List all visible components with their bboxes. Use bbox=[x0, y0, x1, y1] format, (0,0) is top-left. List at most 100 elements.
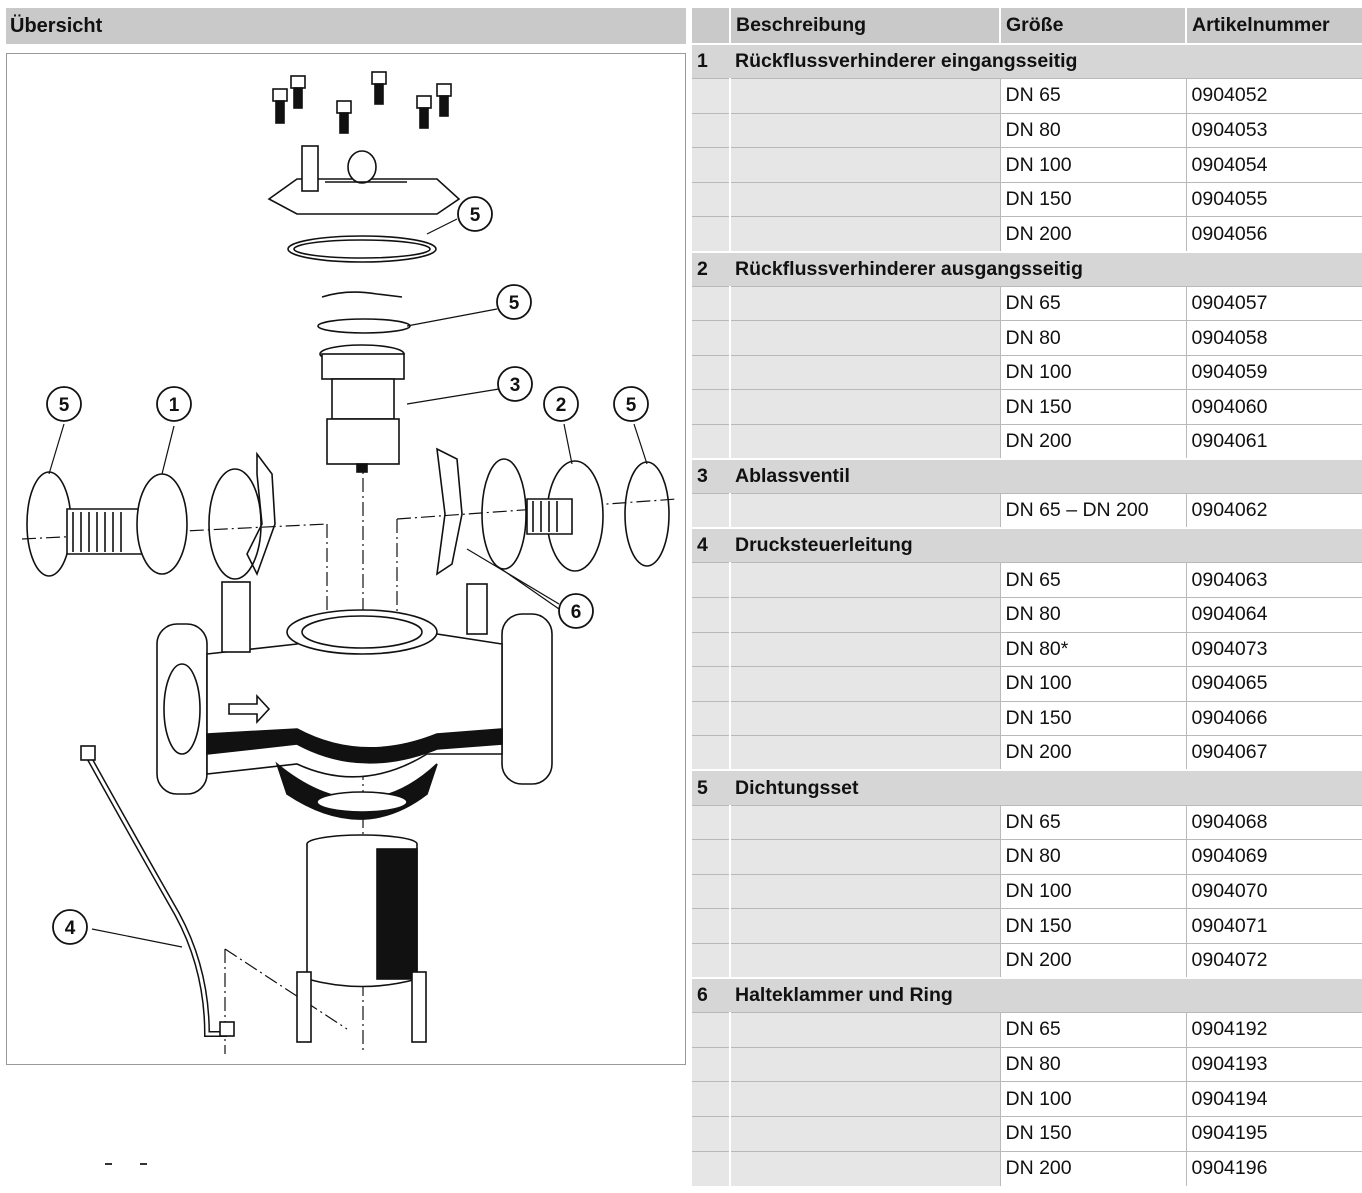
item-size: DN 200 bbox=[1000, 424, 1187, 460]
item-size: DN 65 bbox=[1000, 285, 1187, 321]
item-size: DN 150 bbox=[1000, 389, 1187, 425]
section-number: 1 bbox=[692, 43, 730, 79]
item-number-cell bbox=[692, 112, 731, 148]
item-number-cell bbox=[692, 839, 731, 875]
item-description-cell bbox=[730, 942, 1001, 979]
item-description-cell bbox=[730, 354, 1001, 390]
overview-title: Übersicht bbox=[10, 15, 103, 37]
item-number-cell bbox=[692, 942, 731, 979]
item-article-number: 0904069 bbox=[1186, 839, 1362, 875]
callout-3: 3 bbox=[497, 366, 533, 402]
item-article-number: 0904053 bbox=[1186, 112, 1362, 148]
item-size: DN 100 bbox=[1000, 147, 1187, 183]
item-description-cell bbox=[730, 389, 1001, 425]
backflow-preventer-outlet bbox=[435, 447, 670, 576]
item-article-number: 0904195 bbox=[1186, 1115, 1362, 1151]
leader-lines bbox=[48, 218, 648, 948]
item-article-number: 0904056 bbox=[1186, 216, 1362, 252]
item-size: DN 80 bbox=[1000, 1046, 1187, 1082]
callout-5-clip: 5 bbox=[496, 284, 532, 320]
cover bbox=[267, 145, 461, 215]
svg-text:5: 5 bbox=[626, 395, 637, 416]
item-size: DN 80 bbox=[1000, 839, 1187, 875]
svg-text:4: 4 bbox=[65, 918, 76, 939]
item-article-number: 0904194 bbox=[1186, 1081, 1362, 1117]
item-description-cell bbox=[730, 147, 1001, 183]
item-size: DN 100 bbox=[1000, 1081, 1187, 1117]
item-article-number: 0904071 bbox=[1186, 908, 1362, 944]
svg-text:2: 2 bbox=[556, 395, 567, 416]
item-article-number: 0904060 bbox=[1186, 389, 1362, 425]
header-article: Artikelnummer bbox=[1186, 8, 1362, 44]
item-article-number: 0904058 bbox=[1186, 320, 1362, 356]
item-number-cell bbox=[692, 562, 731, 598]
item-number-cell bbox=[692, 666, 731, 702]
section-number: 5 bbox=[692, 769, 730, 806]
exploded-view-figure: 5 5 3 5 1 2 5 6 4 bbox=[6, 53, 686, 1065]
item-description-cell bbox=[730, 78, 1001, 114]
section-number: 6 bbox=[692, 977, 730, 1013]
pressure-control-line bbox=[80, 745, 235, 1037]
item-size: DN 150 bbox=[1000, 700, 1187, 736]
item-description-cell bbox=[730, 181, 1001, 217]
item-number-cell bbox=[692, 735, 731, 771]
callouts: 5 5 3 5 1 2 5 6 4 bbox=[46, 196, 649, 945]
item-description-cell bbox=[730, 112, 1001, 148]
item-description-cell bbox=[730, 735, 1001, 771]
item-article-number: 0904196 bbox=[1186, 1150, 1362, 1186]
item-article-number: 0904065 bbox=[1186, 666, 1362, 702]
item-description-cell bbox=[730, 1046, 1001, 1082]
item-size: DN 80 bbox=[1000, 112, 1187, 148]
section-description: Rückflussverhinderer ausgangsseitig bbox=[730, 250, 1362, 287]
item-size: DN 80 bbox=[1000, 320, 1187, 356]
callout-5-top: 5 bbox=[457, 196, 493, 232]
section-description: Dichtungsset bbox=[730, 769, 1362, 806]
item-article-number: 0904057 bbox=[1186, 285, 1362, 321]
item-description-cell bbox=[730, 597, 1001, 633]
item-description-cell bbox=[730, 285, 1001, 321]
callout-1: 1 bbox=[156, 386, 192, 422]
item-number-cell bbox=[692, 285, 731, 321]
item-number-cell bbox=[692, 1115, 731, 1151]
support-cylinder bbox=[296, 834, 427, 1043]
item-article-number: 0904062 bbox=[1186, 493, 1362, 529]
item-size: DN 150 bbox=[1000, 908, 1187, 944]
header-size: Größe bbox=[1000, 8, 1187, 44]
table-header-row: Beschreibung Größe Artikelnummer bbox=[692, 8, 1362, 44]
item-description-cell bbox=[730, 631, 1001, 667]
item-number-cell bbox=[692, 804, 731, 840]
section-description: Rückflussverhinderer eingangsseitig bbox=[730, 43, 1362, 79]
item-description-cell bbox=[730, 424, 1001, 460]
item-number-cell bbox=[692, 320, 731, 356]
item-size: DN 65 bbox=[1000, 562, 1187, 598]
item-description-cell bbox=[730, 1012, 1001, 1048]
item-number-cell bbox=[692, 908, 731, 944]
table-row: DN 80*0904073 bbox=[692, 631, 1362, 667]
small-o-ring bbox=[317, 318, 411, 334]
item-size: DN 150 bbox=[1000, 1115, 1187, 1151]
item-article-number: 0904068 bbox=[1186, 804, 1362, 840]
item-article-number: 0904054 bbox=[1186, 147, 1362, 183]
page-fragment bbox=[105, 1163, 147, 1165]
section-description: Halteklammer und Ring bbox=[730, 977, 1362, 1013]
item-article-number: 0904192 bbox=[1186, 1012, 1362, 1048]
item-article-number: 0904064 bbox=[1186, 597, 1362, 633]
